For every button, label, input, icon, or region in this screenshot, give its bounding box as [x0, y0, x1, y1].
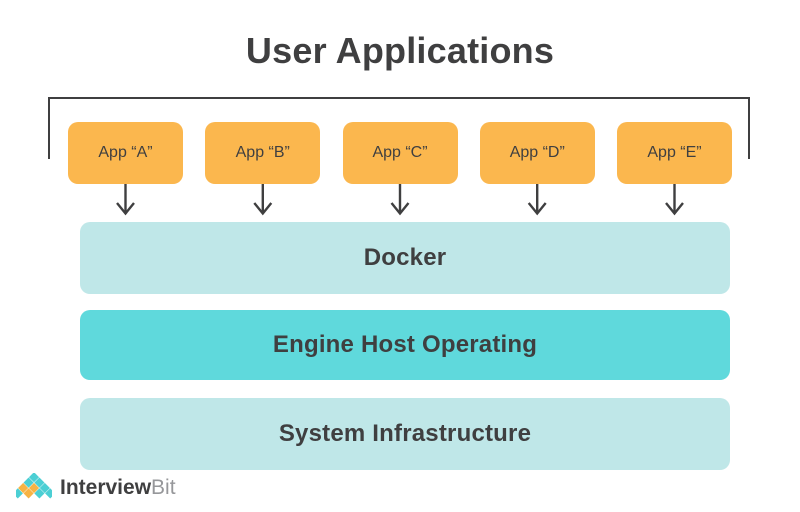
layer-bar-system-infrastructure[interactable]: System Infrastructure [80, 398, 730, 470]
arrow-down-icon [116, 184, 135, 216]
app-box-d[interactable]: App “D” [479, 122, 595, 184]
layer-label: Docker [363, 244, 447, 271]
app-box-label: App “E” [647, 144, 702, 161]
interviewbit-wordmark: InterviewBit [60, 476, 176, 500]
arrow-down-icon [253, 184, 273, 216]
page-title: User Applications [245, 30, 555, 71]
app-box-a[interactable]: App “A” [68, 122, 183, 184]
arrow-down-icon [390, 184, 410, 216]
app-box-label: App “D” [509, 144, 565, 161]
app-boxes-row: App “A” App “B” App “C” App “D” App “E” [68, 122, 732, 184]
logo-text-primary: Interview [60, 476, 152, 499]
arrow-down-icon [665, 184, 684, 216]
app-box-label: App “C” [372, 144, 428, 161]
arrow-down-icon [527, 184, 547, 216]
logo-text-secondary: Bit [151, 476, 176, 499]
layer-label: System Infrastructure [278, 420, 532, 447]
interviewbit-diamond-mark [16, 473, 52, 499]
app-box-label: App “A” [98, 144, 153, 161]
layer-label: Engine Host Operating [272, 331, 538, 358]
layer-bar-docker[interactable]: Docker [80, 222, 730, 294]
app-box-label: App “B” [235, 144, 290, 161]
app-box-c[interactable]: App “C” [342, 122, 458, 184]
interviewbit-logo: InterviewBit [16, 472, 176, 504]
app-box-b[interactable]: App “B” [205, 122, 321, 184]
app-box-e[interactable]: App “E” [617, 122, 732, 184]
layer-bar-engine-host-operating[interactable]: Engine Host Operating [80, 310, 730, 380]
